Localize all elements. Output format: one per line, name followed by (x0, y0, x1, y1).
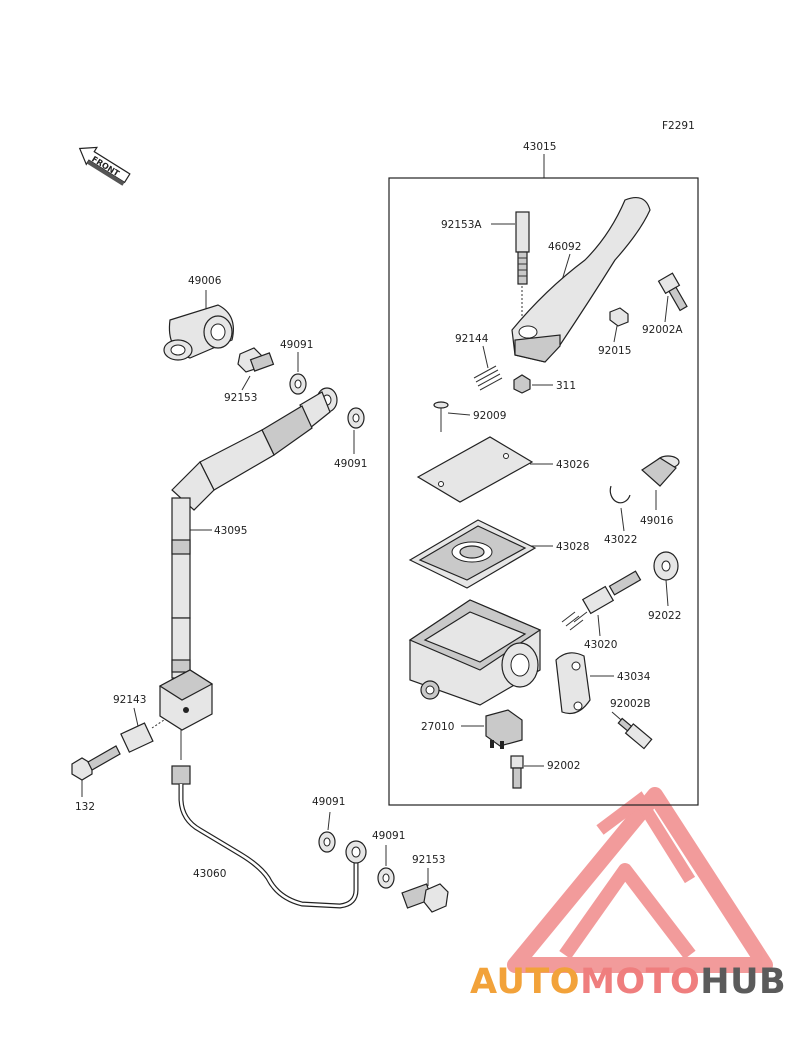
brake-pipe-43060-part (171, 765, 367, 909)
label-92015: 92015 (598, 345, 631, 357)
nut-311-part (513, 374, 531, 394)
brake-switch-27010-part (485, 709, 523, 749)
label-92153A: 92153A (441, 219, 482, 231)
lever-pivot-bolt-part (515, 211, 530, 318)
label-49091-mid: 49091 (334, 458, 367, 470)
screw-92002-part (510, 755, 524, 789)
spring-92144-part (473, 365, 503, 391)
watermark-logo-mark (507, 787, 773, 973)
front-arrow-icon: FRONT (78, 146, 131, 186)
label-92002B: 92002B (610, 698, 651, 710)
collar-92143-part (120, 722, 154, 753)
bolt-132-part (71, 745, 121, 781)
label-92153-lower: 92153 (412, 854, 445, 866)
washer-92022-part (653, 551, 679, 581)
master-cylinder-body-part (408, 599, 542, 706)
banjo-bolt-upper-part (237, 347, 275, 373)
label-49091-upper: 49091 (280, 339, 313, 351)
label-92002: 92002 (547, 760, 580, 772)
watermark-brand-text: AUTOMOTOHUB (470, 962, 800, 1002)
label-92143: 92143 (113, 694, 146, 706)
label-311: 311 (556, 380, 576, 392)
label-43022: 43022 (604, 534, 637, 546)
label-27010: 27010 (421, 721, 454, 733)
label-43060: 43060 (193, 868, 226, 880)
label-43095: 43095 (214, 525, 247, 537)
brake-hose-43095-part (171, 387, 338, 679)
clamp-43034-part (555, 652, 591, 715)
brake-lever-part (511, 197, 651, 363)
label-92144: 92144 (455, 333, 489, 345)
reservoir-cap-part (416, 436, 534, 503)
label-43034: 43034 (617, 671, 651, 683)
banjo-cover-49006-part (163, 304, 234, 361)
label-92009: 92009 (473, 410, 506, 422)
hose-junction-block-part (158, 669, 214, 731)
label-92002A: 92002A (642, 324, 683, 336)
label-43026: 43026 (556, 459, 590, 471)
brand-auto-text: AUTO (470, 962, 581, 1002)
label-92022: 92022 (648, 610, 681, 622)
label-46092: 46092 (548, 241, 581, 253)
brand-hub-text: HUB (700, 962, 787, 1002)
label-132: 132 (75, 801, 95, 813)
bolt-92002B-part (617, 717, 653, 750)
bolt-92002A-part (657, 272, 688, 312)
diagram-code-label: F2291 (662, 120, 695, 132)
label-49091-lower-left: 49091 (312, 796, 345, 808)
label-49006: 49006 (188, 275, 222, 287)
label-43020: 43020 (584, 639, 617, 651)
diaphragm-43028-part (408, 519, 537, 589)
piston-43020-part (561, 570, 642, 631)
circlip-43022-part (609, 485, 631, 504)
label-49091-lower-right: 49091 (372, 830, 405, 842)
dust-boot-part (641, 455, 680, 487)
label-43028: 43028 (556, 541, 589, 553)
screw-92009-part (433, 401, 449, 432)
nut-92015-part (609, 307, 629, 327)
brand-moto-text: MOTO (580, 962, 701, 1002)
master-cylinder-assembly-box (388, 177, 699, 806)
label-43015: 43015 (523, 141, 556, 153)
banjo-bolt-lower-part (401, 883, 449, 913)
label-92153-upper: 92153 (224, 392, 257, 404)
label-49016: 49016 (640, 515, 674, 527)
